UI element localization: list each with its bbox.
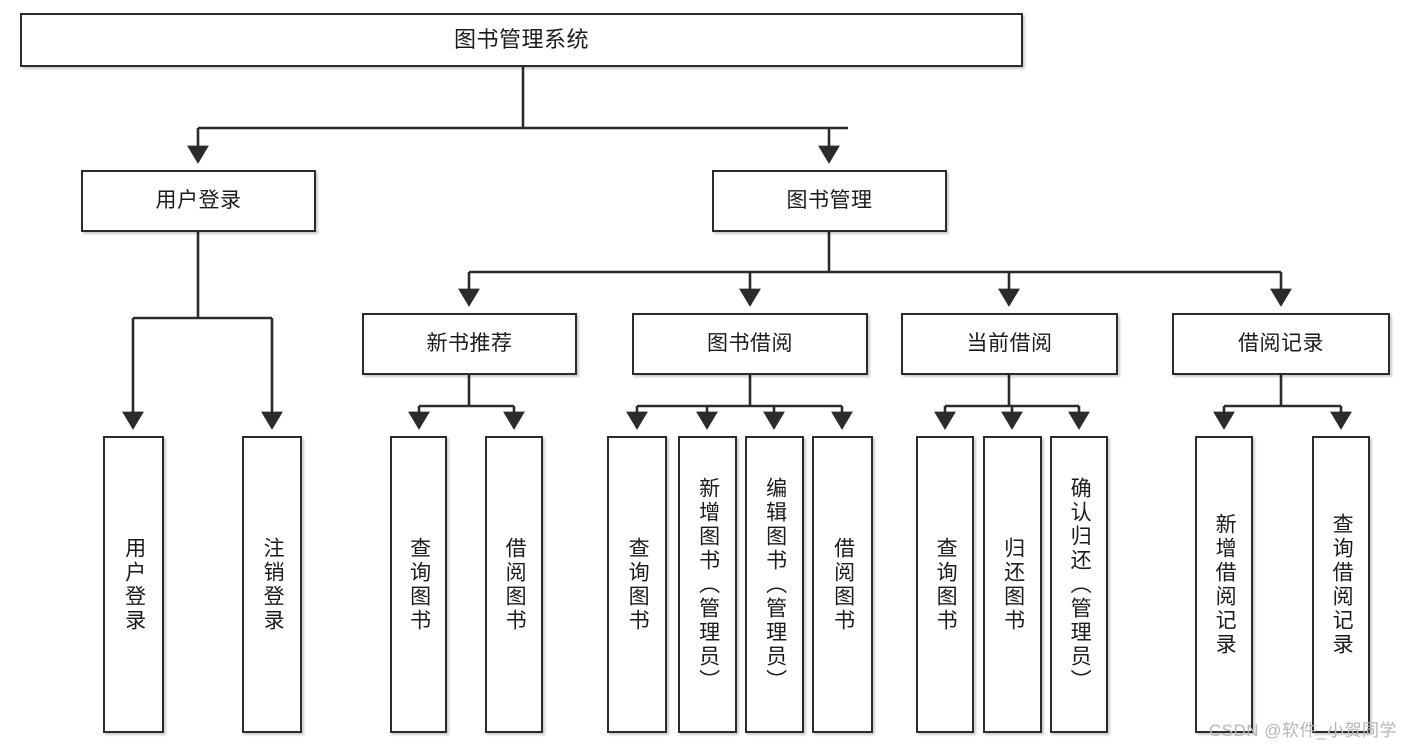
node-borrow-record[interactable]: 借阅记录 — [1172, 313, 1390, 375]
node-user-login[interactable]: 用户登录 — [81, 170, 316, 232]
node-leaf-query-book-2[interactable]: 查询图书 — [607, 436, 667, 733]
node-book-borrow-label: 图书借阅 — [707, 331, 793, 355]
node-book-management-label: 图书管理 — [786, 188, 873, 212]
node-leaf-add-record[interactable]: 新增借阅记录 — [1195, 436, 1253, 733]
node-leaf-borrow-book-1[interactable]: 借阅图书 — [485, 436, 543, 733]
node-leaf-query-book-1-label: 查询图书 — [407, 536, 431, 633]
node-borrow-record-label: 借阅记录 — [1238, 331, 1324, 355]
node-leaf-borrow-book-2[interactable]: 借阅图书 — [812, 436, 873, 733]
node-book-borrow[interactable]: 图书借阅 — [632, 313, 868, 375]
node-leaf-add-book[interactable]: 新增图书（管理员） — [678, 436, 737, 733]
node-leaf-borrow-book-2-label: 借阅图书 — [831, 536, 855, 633]
node-leaf-user-logout-label: 注销登录 — [261, 536, 285, 633]
node-leaf-edit-book-label: 编辑图书（管理员） — [763, 476, 787, 693]
node-leaf-query-record[interactable]: 查询借阅记录 — [1312, 436, 1370, 733]
node-leaf-add-book-label: 新增图书（管理员） — [696, 476, 720, 693]
node-book-management[interactable]: 图书管理 — [712, 170, 947, 232]
node-new-book-recommend-label: 新书推荐 — [426, 331, 513, 355]
node-root-label: 图书管理系统 — [453, 27, 589, 53]
node-root[interactable]: 图书管理系统 — [20, 13, 1023, 67]
node-leaf-query-book-3-label: 查询图书 — [934, 536, 958, 633]
node-leaf-user-logout[interactable]: 注销登录 — [242, 436, 302, 733]
node-leaf-query-record-label: 查询借阅记录 — [1330, 512, 1354, 657]
node-leaf-query-book-3[interactable]: 查询图书 — [916, 436, 974, 733]
node-leaf-user-login-label: 用户登录 — [122, 536, 146, 633]
node-leaf-return-book[interactable]: 归还图书 — [983, 436, 1042, 733]
node-leaf-query-book-2-label: 查询图书 — [626, 536, 650, 633]
node-new-book-recommend[interactable]: 新书推荐 — [362, 313, 577, 375]
node-leaf-confirm-return-label: 确认归还（管理员） — [1068, 476, 1092, 693]
node-leaf-query-book-1[interactable]: 查询图书 — [390, 436, 447, 733]
node-user-login-label: 用户登录 — [155, 188, 242, 212]
node-leaf-add-record-label: 新增借阅记录 — [1213, 512, 1237, 657]
node-leaf-user-login[interactable]: 用户登录 — [103, 436, 164, 733]
node-current-borrow[interactable]: 当前借阅 — [901, 313, 1118, 375]
node-current-borrow-label: 当前借阅 — [966, 331, 1053, 355]
node-leaf-return-book-label: 归还图书 — [1001, 536, 1025, 633]
node-leaf-borrow-book-1-label: 借阅图书 — [503, 536, 527, 633]
node-leaf-confirm-return[interactable]: 确认归还（管理员） — [1050, 436, 1108, 733]
node-leaf-edit-book[interactable]: 编辑图书（管理员） — [745, 436, 804, 733]
